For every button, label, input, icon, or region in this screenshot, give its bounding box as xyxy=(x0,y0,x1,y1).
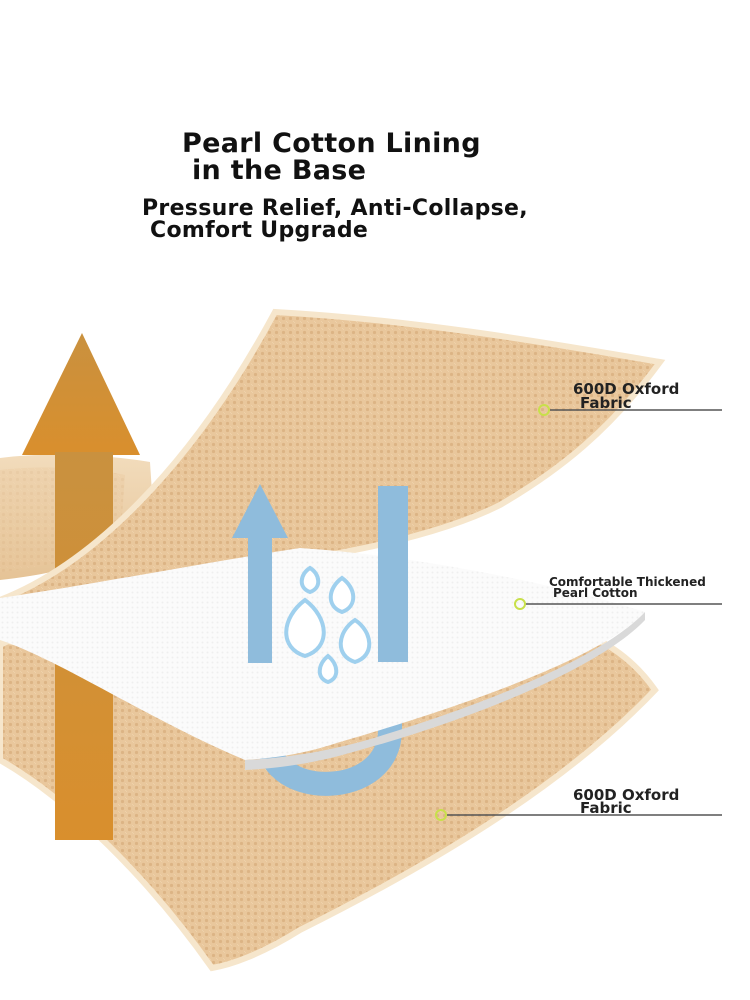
callout-middle-label-line-1: Comfortable Thickened xyxy=(549,575,706,589)
callout-top-label-line-2: Fabric xyxy=(580,394,632,412)
callout-bottom-label-line-2: Fabric xyxy=(580,799,632,817)
blue-up-arrow-icon xyxy=(232,484,288,663)
pearl-cotton-layer xyxy=(0,548,645,770)
callout-pearl-cotton xyxy=(514,598,722,610)
headline-line-2: in the Base xyxy=(192,155,367,186)
callout-bottom-label-line-1: 600D Oxford xyxy=(573,786,680,804)
headline-line-1: Pearl Cotton Lining xyxy=(182,128,481,159)
water-drop-icon xyxy=(284,565,372,685)
callout-top-fabric xyxy=(538,404,722,416)
callout-top-label-line-1: 600D Oxford xyxy=(573,380,680,398)
subheadline-line-1: Pressure Relief, Anti-Collapse, xyxy=(142,196,528,221)
blue-flow-bar xyxy=(378,486,408,662)
callout-bottom-fabric xyxy=(435,809,722,821)
callout-middle-label-line-2: Pearl Cotton xyxy=(553,586,638,600)
subheadline-line-2: Comfort Upgrade xyxy=(150,218,369,243)
